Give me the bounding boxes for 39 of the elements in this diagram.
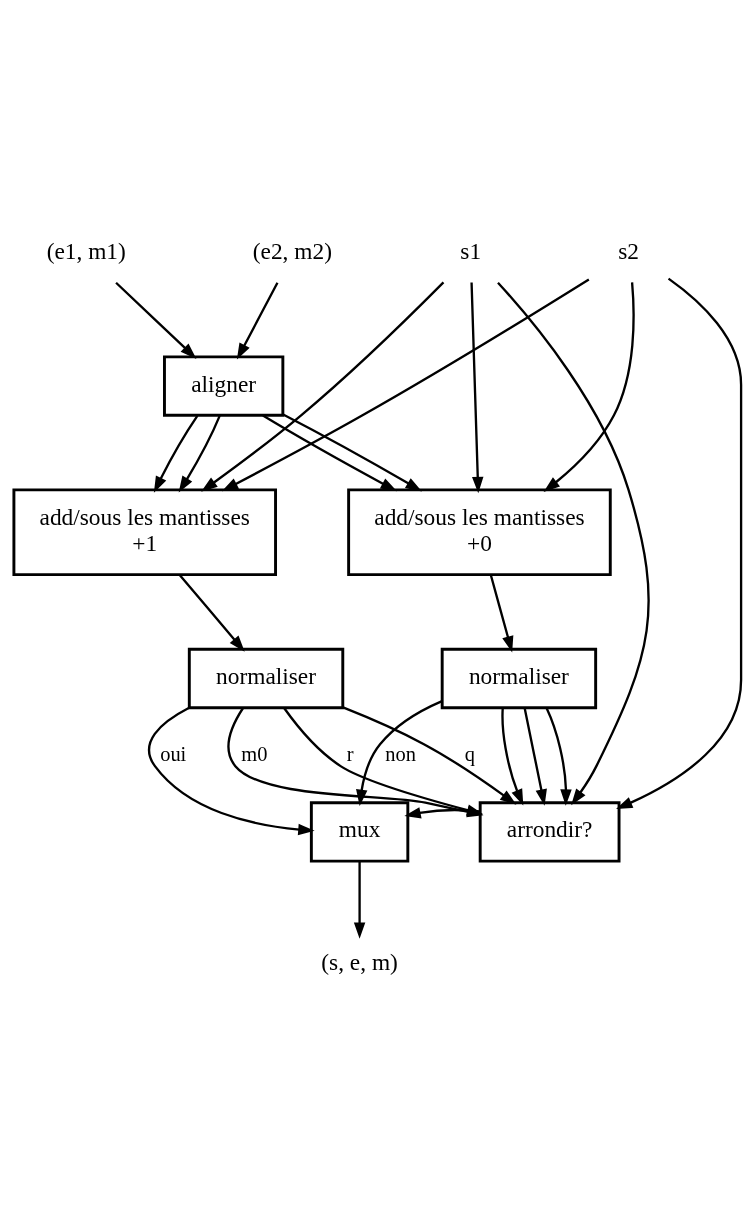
node-box: aligner [163,355,285,417]
arrow [523,707,547,806]
arrow [356,700,442,806]
arrow [282,413,422,492]
node-text: s2 [618,237,639,264]
arrow [470,282,484,494]
arrow [545,707,572,806]
arrow [616,277,743,810]
node-text: (e2, m2) [252,237,332,264]
node-text: s1 [460,237,482,264]
arrow [489,574,514,653]
arrow [342,706,517,805]
arrow [115,281,197,359]
arrow [178,574,245,652]
arrow [221,278,590,492]
node-text: (s, e, m) [321,949,398,976]
node-box: arrondir? [478,801,621,863]
node-box: add/sous les mantisses +1 [12,488,277,577]
arrow [353,861,366,939]
arrow [236,282,279,360]
edge-label: oui [160,742,187,765]
arrow [501,708,524,806]
node-box: add/sous les mantisses +0 [347,488,612,577]
arrow [201,281,445,492]
edge-label: q [464,742,476,765]
arrow [497,281,650,806]
edge-label: non [385,742,416,765]
node-text: (e1, m1) [46,237,126,264]
arrow [153,415,199,493]
arrow [178,415,221,493]
node-box: mux [309,801,410,863]
arrow [404,807,480,819]
node-box: normaliser [440,647,598,710]
arrow [148,706,315,836]
node-box: normaliser [187,647,345,710]
arrow [262,414,397,492]
arrow [543,282,635,492]
edge-label: m0 [241,742,268,765]
edge-label: r [346,742,354,765]
